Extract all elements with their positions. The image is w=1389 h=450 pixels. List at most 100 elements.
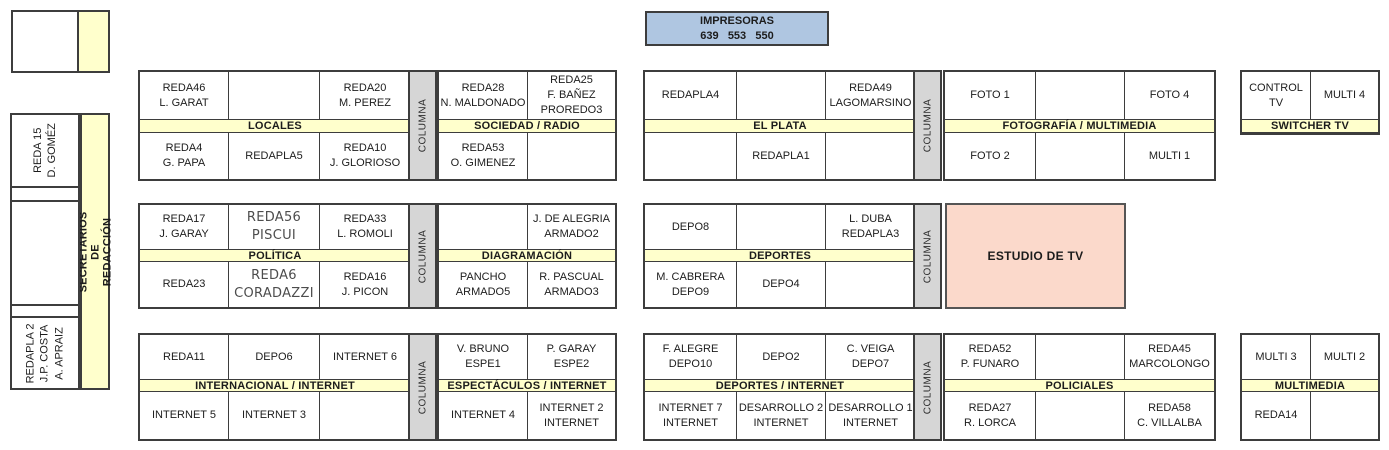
desk-row: J. DE ALEGRIA ARMADO2 <box>439 205 615 249</box>
desk-cell-empty <box>1310 392 1378 439</box>
section-band-diagramacion: DIAGRAMACIÓN <box>439 249 615 262</box>
columna-label: COLUMNA <box>922 360 934 414</box>
desk-cell-empty <box>439 205 527 249</box>
desk-cell: P. GARAY ESPE2 <box>527 335 615 379</box>
desk-cell: J. DE ALEGRIA ARMADO2 <box>527 205 615 249</box>
desk-cell: MULTI 2 <box>1310 335 1378 379</box>
desk-cell-empty <box>825 262 915 307</box>
left-desk-redapla2-label: REDAPLA 2 J.P. COSTA A. APRAIZ <box>24 323 66 383</box>
desk-cell-empty <box>1035 72 1124 119</box>
secretarios-label: SECRETARIOS DE REDACCIÓN <box>77 211 113 292</box>
desk-cell: C. VEIGA DEPO7 <box>825 335 915 379</box>
desk-cell: DEPO8 <box>671 220 710 233</box>
section-band-espectaculos-internet: ESPECTÁCULOS / INTERNET <box>439 379 615 392</box>
desk-cell: MULTI 1 <box>1124 133 1214 179</box>
desk-cell: REDA14 <box>1254 409 1298 422</box>
desk-cell: REDA49 LAGOMARSINO <box>825 72 915 119</box>
desk-cell-empty <box>736 205 825 249</box>
desk-cell-empty <box>1035 392 1124 439</box>
desk-cell: INTERNET 7 INTERNET <box>658 401 723 429</box>
desk-cell: REDA6 CORADAZZI <box>228 262 319 307</box>
desk-cell: REDA4 G. PAPA <box>162 142 206 169</box>
estudio-de-tv-box: ESTUDIO DE TV <box>945 203 1126 309</box>
columna-label: COLUMNA <box>417 98 429 153</box>
columna-strip-5: COLUMNA <box>408 333 437 441</box>
section-band-switcher-tv: SWITCHER TV <box>1242 119 1378 133</box>
section-band-politica: POLÍTICA <box>140 249 410 262</box>
desk-row: REDAPLA1 <box>645 133 915 179</box>
secretarios-strip: SECRETARIOS DE REDACCIÓN <box>77 113 113 390</box>
left-desk-reda15-label: REDA 15 D. GOMÉZ <box>31 123 58 178</box>
section-band-sociedad-radio: SOCIEDAD / RADIO <box>439 119 615 133</box>
desk-cell: REDA28 N. MALDONADO <box>440 81 526 109</box>
desk-cell: REDA27 R. LORCA <box>964 401 1016 429</box>
desk-cell: REDA33 L. ROMOLI <box>319 205 410 249</box>
desk-cell: F. ALEGRE DEPO10 <box>662 343 719 370</box>
columna-strip-6: COLUMNA <box>913 333 942 441</box>
columna-label: COLUMNA <box>417 360 429 414</box>
desk-cell: CONTROL TV <box>1249 81 1303 109</box>
desk-cell: REDA46 L. GARAT <box>159 81 209 109</box>
impresoras-title: IMPRESORAS <box>700 15 774 28</box>
section-band-deportes-internet: DEPORTES / INTERNET <box>645 379 915 392</box>
desk-cell: REDAPLA5 <box>228 133 319 179</box>
desk-cell: REDA17 J. GARAY <box>159 213 209 240</box>
desk-cell: REDA16 J. PICON <box>319 262 410 307</box>
desk-cell-empty <box>1035 335 1124 379</box>
desk-cell: DEPO4 <box>736 262 825 307</box>
desk-cell: PANCHO ARMADO5 <box>455 270 511 298</box>
desk-row: REDA53 O. GIMENEZ <box>439 133 615 179</box>
columna-strip-1: COLUMNA <box>408 70 437 181</box>
section-band-internacional-internet: INTERNACIONAL / INTERNET <box>140 379 410 392</box>
desk-cell: FOTO 2 <box>970 149 1010 162</box>
left-desk-reda15: REDA 15 D. GOMÉZ <box>10 113 80 188</box>
desk-cell: REDA53 O. GIMENEZ <box>450 142 516 169</box>
desk-cell: INTERNET 2 INTERNET <box>527 392 615 439</box>
desk-cell-empty <box>736 72 825 119</box>
desk-cell: REDA23 <box>162 278 206 291</box>
desk-cell: INTERNET 6 <box>319 335 410 379</box>
desk-cell: REDA45 MARCOLONGO <box>1124 335 1214 379</box>
estudio-de-tv-label: ESTUDIO DE TV <box>987 249 1084 263</box>
desk-row: INTERNET 7 INTERNET DESARROLLO 2 INTERNET… <box>645 392 915 439</box>
desk-row: REDA27 R. LORCA REDA58 C. VILLALBA <box>945 392 1214 439</box>
desk-cell-empty <box>825 133 915 179</box>
desk-cell: REDA10 J. GLORIOSO <box>319 133 410 179</box>
desk-cell: DESARROLLO 2 INTERNET <box>736 392 825 439</box>
desk-cell: FOTO 4 <box>1124 72 1214 119</box>
desk-cell: MULTI 4 <box>1310 72 1378 119</box>
desk-cell-empty <box>228 72 319 119</box>
columna-strip-4: COLUMNA <box>913 203 942 309</box>
desk-row: V. BRUNO ESPE1 P. GARAY ESPE2 <box>439 335 615 379</box>
desk-row: REDA14 <box>1242 392 1378 439</box>
desk-cell-empty <box>527 133 615 179</box>
desk-cell: DEPO6 <box>228 335 319 379</box>
impresoras-box: IMPRESORAS 639 553 550 <box>645 11 829 46</box>
desk-cell: R. PASCUAL ARMADO3 <box>527 262 615 307</box>
desk-cell: REDA25 F. BAÑEZ PROREDO3 <box>527 72 615 119</box>
desk-cell: REDA58 C. VILLALBA <box>1124 392 1214 439</box>
desk-cell: REDA20 M. PEREZ <box>319 72 410 119</box>
desk-cell: V. BRUNO ESPE1 <box>456 343 510 370</box>
desk-cell: INTERNET 3 <box>228 392 319 439</box>
